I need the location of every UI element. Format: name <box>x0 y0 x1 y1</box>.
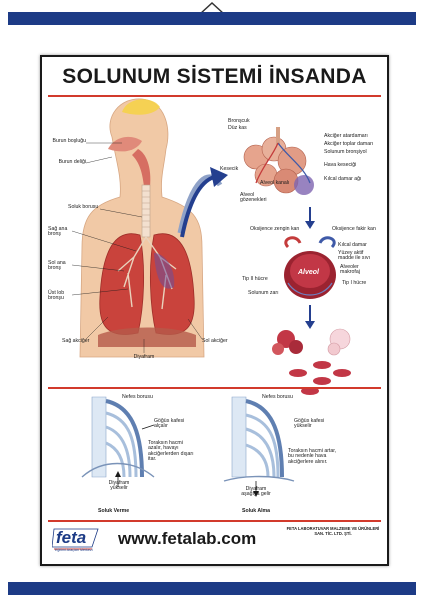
website-link[interactable]: www.fetalab.com <box>118 529 257 548</box>
label-diyafram-yukselir: Diyafram yükselir <box>108 480 130 492</box>
label-tip1-hucre: Tip I hücre <box>342 280 367 286</box>
label-kilcal-damar-agi: Kılcal damar ağı <box>324 176 362 182</box>
poster: SOLUNUM SİSTEMİ İNSANDA <box>40 55 389 566</box>
label-alveol-gozenekleri: Alveol gözenekleri <box>240 192 267 204</box>
label-alveol-makrofaj: Alveoler makrofaj <box>340 264 360 276</box>
brand-name: feta <box>56 528 87 547</box>
label-solunum-bronşiyolu: Solunum bronşiyol <box>324 149 367 155</box>
hanger-hook <box>0 0 424 18</box>
company-name: FETA LABORATUVAR MALZEME VE ÜRÜNLERİ SAN… <box>286 526 380 536</box>
label-yuzey-aktif-madde: Yüzey aktif madde ile sıvı <box>338 250 371 262</box>
label-sol-akciger: Sol akciğer <box>202 338 228 344</box>
exhale-illustration <box>81 396 155 487</box>
label-soluk-alma: Soluk Alma <box>242 508 271 514</box>
label-oksijence-fakir-kan: Oksijence fakir kan <box>332 226 376 232</box>
label-burun-deligi: Burun deliği <box>58 159 86 165</box>
title-divider <box>48 95 381 97</box>
section-divider <box>48 387 381 389</box>
alveolus-illustration <box>284 236 336 299</box>
bottom-rod <box>8 582 416 595</box>
label-akciger-toplardamari: Akciğer toplar damarı <box>324 141 374 147</box>
label-oksijence-zengin-kan: Oksijence zengin kan <box>250 226 300 232</box>
label-soluk-verme: Soluk Verme <box>98 508 130 514</box>
label-hava-kesecigi: Hava keseciği <box>324 162 357 168</box>
label-solunum-zari: Solunum zarı <box>248 290 279 296</box>
label-diyafram-asagi: Diyafram aşağıya gelir <box>241 486 271 498</box>
label-akciger-atardamari: Akciğer atardamarı <box>324 133 368 139</box>
label-sol-ana-bronş: Sol ana bronş <box>48 260 66 272</box>
brand-subtitle: Eğitimi Araçları Merkezi <box>55 548 93 552</box>
torso-illustration <box>79 98 205 358</box>
cell-cluster-illustration <box>272 328 351 395</box>
label-toraks-artar: Toraksın hacmi artar, bu nedenle hava ak… <box>288 448 337 465</box>
label-sag-ana-bronş: Sağ ana bronş <box>48 226 68 238</box>
label-sag-akciger: Sağ akciğer <box>62 338 90 344</box>
label-alveol: Alveol <box>298 269 320 276</box>
label-diyafram: Diyafram <box>133 354 155 360</box>
label-nefes-borusu-exhale: Nefes borusu <box>122 394 153 400</box>
label-kilcal-damar: Kılcal damar <box>338 242 367 248</box>
label-burun-boslugu: Burun boşluğu <box>52 138 86 144</box>
feta-logo-icon <box>52 528 99 550</box>
label-bronşcuk: Bronşcuk <box>228 118 250 124</box>
label-gogus-kafesi-yukselir: Göğüs kafesi yükselir <box>294 418 325 430</box>
diagram-illustrations <box>71 98 351 497</box>
poster-title: SOLUNUM SİSTEMİ İNSANDA <box>62 65 367 88</box>
label-soluk-borusu: Soluk borusu <box>68 204 99 210</box>
alveoli-cluster-illustration <box>243 127 314 195</box>
hanger-triangle-icon <box>199 1 225 15</box>
label-kesecik: Kesecik <box>220 166 239 172</box>
top-rod <box>8 12 416 25</box>
label-tip2-hucre: Tip II hücre <box>242 276 268 282</box>
label-toraks-azalir: Toraksın hacmi azalır, havayı akciğerler… <box>148 440 194 463</box>
label-duz-kas: Düz kas <box>228 125 247 131</box>
label-gogus-kafesi-alcalir: Göğüs kafesi alçalır <box>154 418 185 430</box>
inhale-illustration <box>223 396 295 497</box>
footer-divider <box>48 520 381 522</box>
label-ust-lob-bronşu: Üst lob bronşu <box>48 290 65 302</box>
label-alveol-kanali: Alveol kanalı <box>260 180 290 186</box>
label-nefes-borusu-inhale: Nefes borusu <box>262 394 293 400</box>
